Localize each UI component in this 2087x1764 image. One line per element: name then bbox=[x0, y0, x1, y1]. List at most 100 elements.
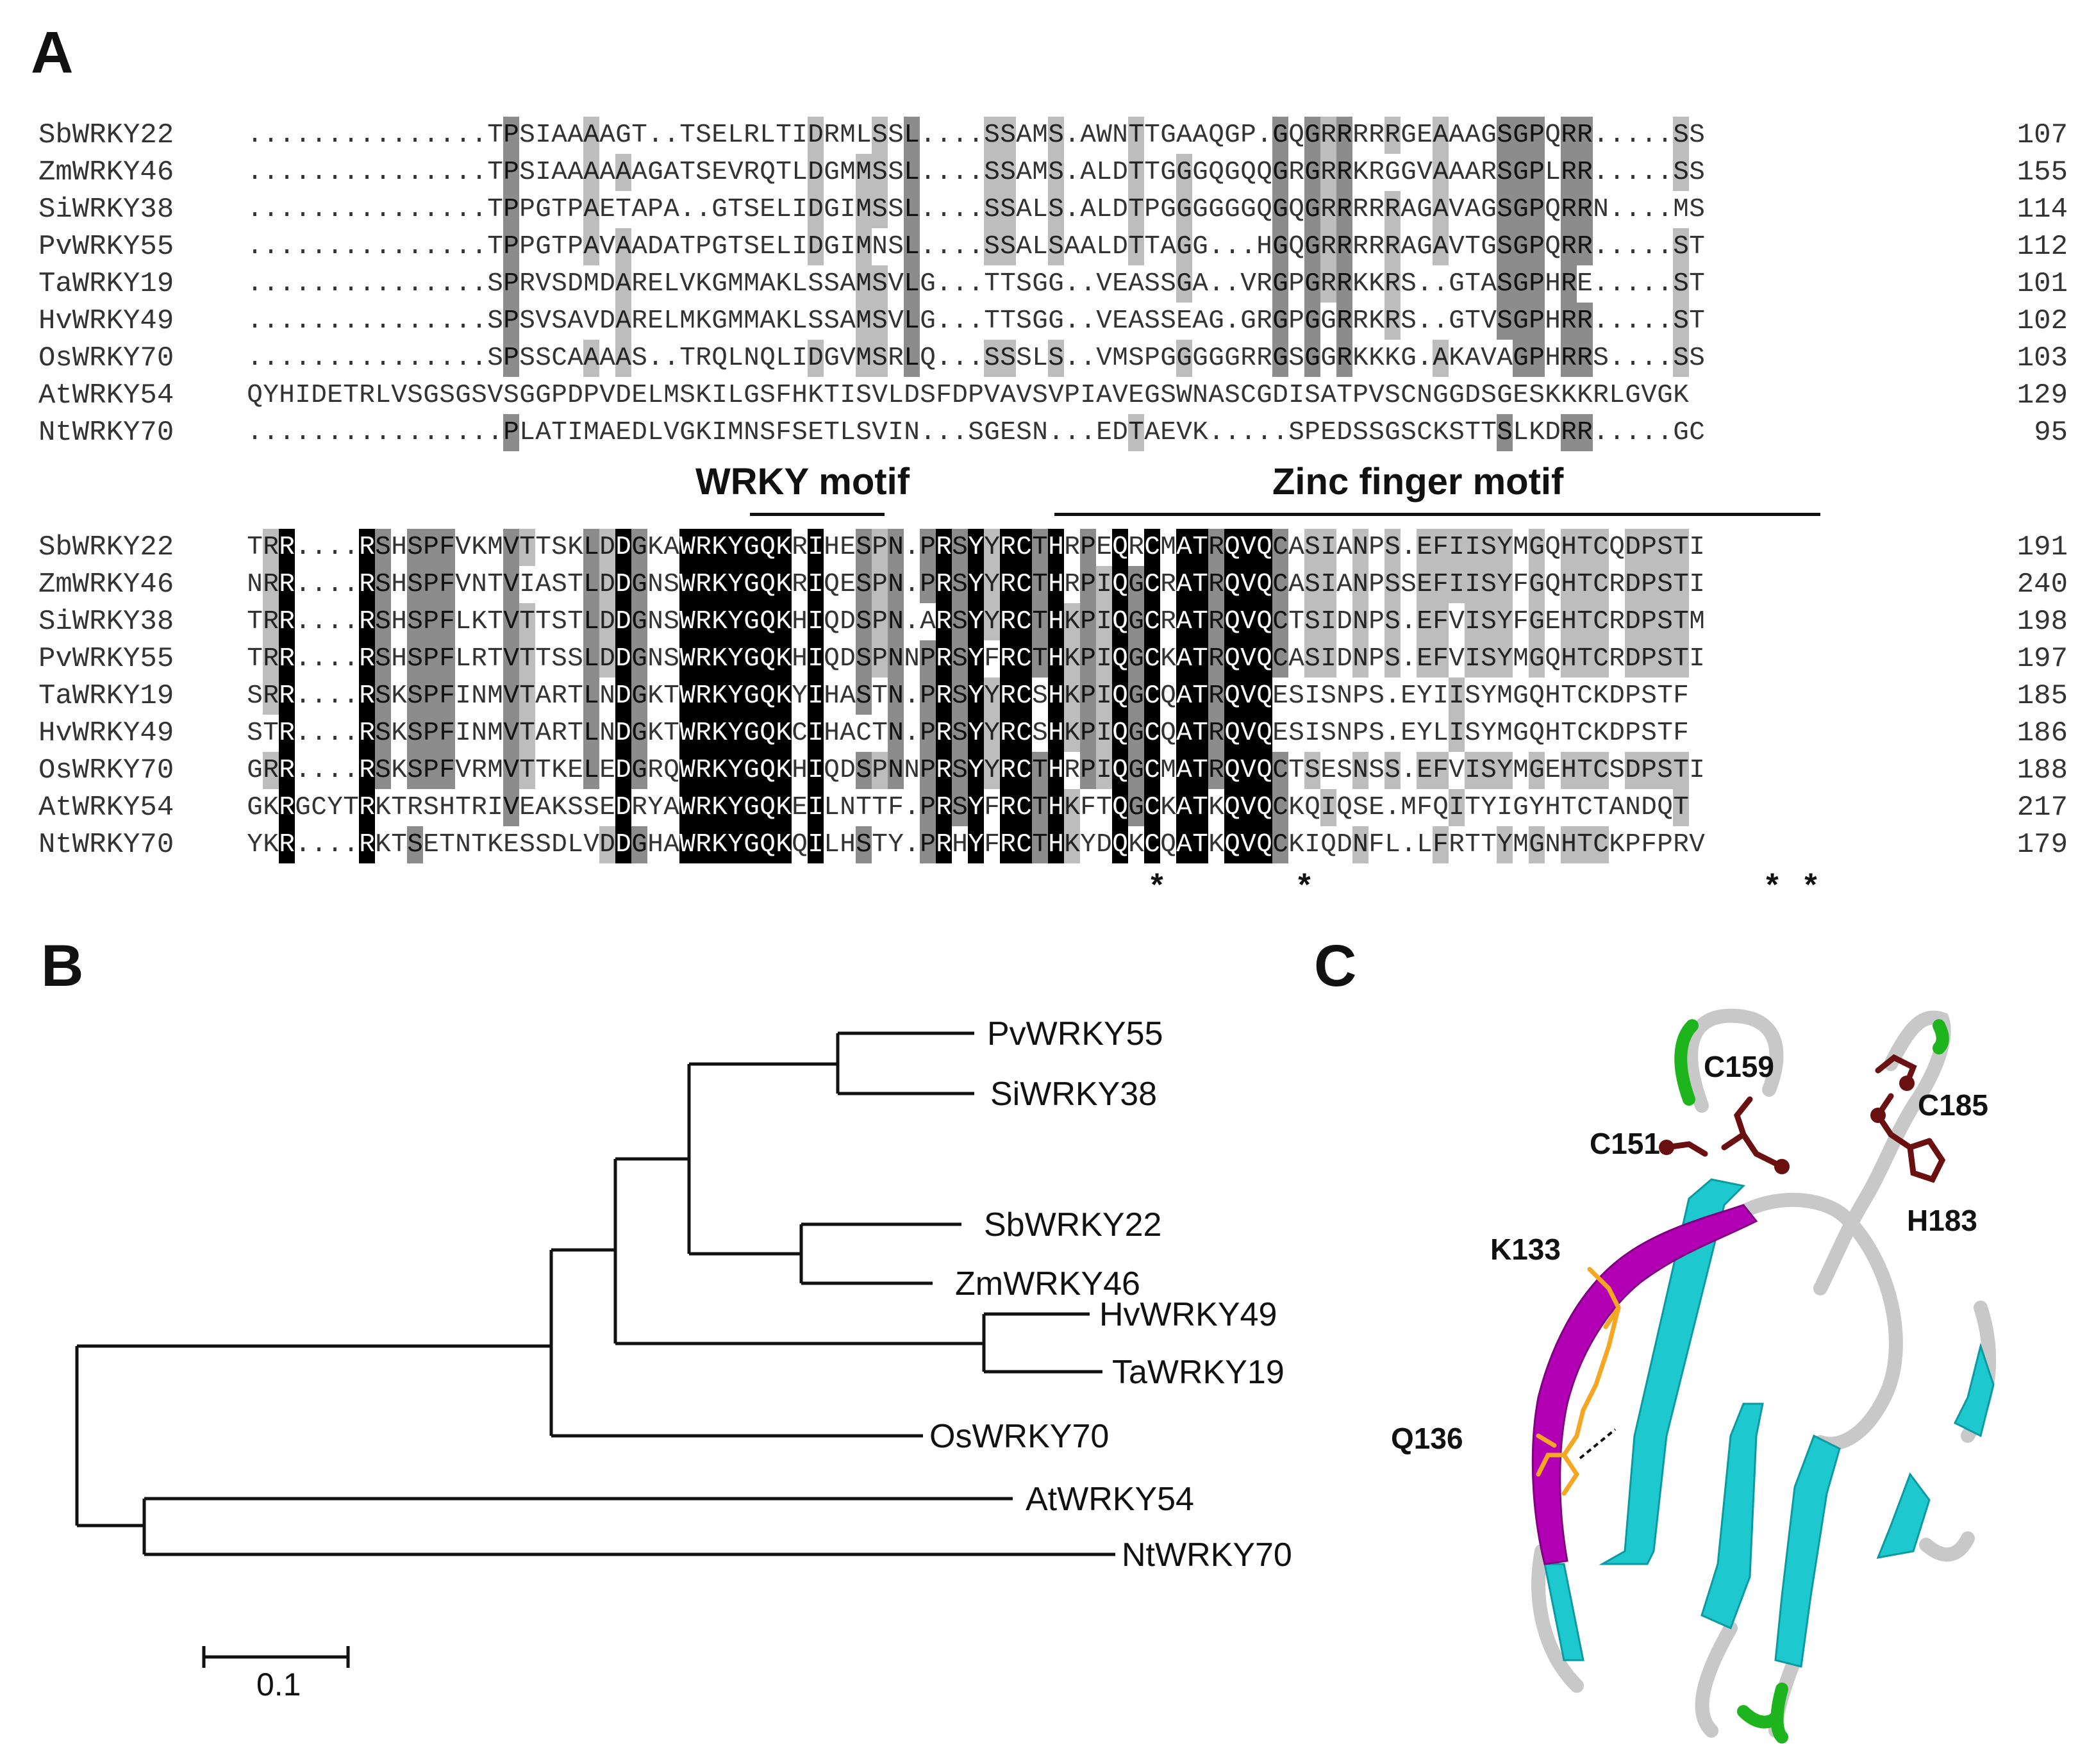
residue-position: 129 bbox=[2016, 379, 2068, 412]
residue-cell: C bbox=[1401, 381, 1417, 410]
residue-cell: . bbox=[295, 644, 311, 674]
residue-cell: T bbox=[1673, 603, 1689, 640]
residue-cell: T bbox=[1465, 793, 1481, 822]
residue-cell: K bbox=[1352, 158, 1368, 187]
residue-cell: G bbox=[824, 158, 840, 187]
residue-cell: M bbox=[583, 269, 599, 299]
residue-cell: H bbox=[391, 570, 407, 599]
residue-cell: . bbox=[1593, 418, 1609, 447]
sequence-name: HvWRKY49 bbox=[38, 305, 174, 337]
residue-cell: P bbox=[1064, 381, 1080, 410]
residue-cell: S bbox=[567, 793, 583, 822]
residue-cell: M bbox=[728, 306, 744, 336]
residue-cell: S bbox=[1016, 269, 1032, 299]
residue-cell: T bbox=[551, 232, 567, 262]
residue-cell: Q bbox=[1224, 715, 1240, 752]
residue-cell: K bbox=[1064, 789, 1080, 826]
residue-cell: P bbox=[1641, 529, 1657, 566]
tree-leaf: HvWRKY49 bbox=[1099, 1296, 1277, 1333]
residue-cell: M bbox=[856, 228, 872, 265]
residue-cell: L bbox=[904, 303, 920, 340]
residue-cell: Y bbox=[1497, 529, 1513, 566]
residue-cell: T bbox=[439, 830, 455, 860]
residue-cell: . bbox=[327, 121, 343, 150]
residue-cell: I bbox=[1096, 603, 1112, 640]
residue-cell: N bbox=[888, 752, 904, 789]
residue-cell: . bbox=[968, 158, 984, 187]
residue-cell: G bbox=[535, 232, 551, 262]
residue-cell: V bbox=[1449, 232, 1465, 262]
residue-cell: T bbox=[519, 640, 535, 678]
residue-cell: R bbox=[1000, 529, 1016, 566]
sequence-name: ZmWRKY46 bbox=[38, 569, 174, 601]
residue-cell: I bbox=[1433, 681, 1449, 711]
residue-cell: . bbox=[904, 793, 920, 822]
residue-cell: . bbox=[343, 195, 359, 224]
residue-cell: G bbox=[1304, 265, 1320, 303]
residue-cell: D bbox=[615, 826, 631, 863]
residue-cell: . bbox=[311, 232, 327, 262]
residue-cell: Q bbox=[1112, 566, 1128, 603]
residue-cell: N bbox=[1352, 640, 1368, 678]
residue-cell: H bbox=[1048, 529, 1064, 566]
residue-cell: G bbox=[744, 678, 760, 715]
residue-cell: D bbox=[567, 269, 583, 299]
residue-cell: . bbox=[1593, 232, 1609, 262]
residue-cell: G bbox=[1176, 265, 1192, 303]
residue-cell: G bbox=[1176, 191, 1192, 228]
residue-cell: S bbox=[1657, 752, 1673, 789]
residue-cell: R bbox=[1320, 191, 1336, 228]
residue-cell: S bbox=[888, 195, 904, 224]
residue-cell: . bbox=[1080, 418, 1096, 447]
residue-cell: G bbox=[1481, 195, 1497, 224]
residue-cell: G bbox=[615, 121, 631, 150]
residue-cell: E bbox=[792, 793, 808, 822]
residue-position: 101 bbox=[2016, 268, 2068, 300]
residue-cell: R bbox=[1561, 191, 1577, 228]
residue-cell: I bbox=[711, 418, 728, 447]
residue-cell: Y bbox=[1497, 752, 1513, 789]
residue-cell: G bbox=[535, 195, 551, 224]
residue-cell: R bbox=[279, 529, 295, 566]
residue-cell: S bbox=[1368, 681, 1384, 711]
residue-cell: C bbox=[551, 344, 567, 373]
residue-cell: L bbox=[583, 640, 599, 678]
residue-cell: P bbox=[503, 340, 519, 377]
residue-cell: . bbox=[311, 570, 327, 599]
residue-cell: A bbox=[631, 158, 647, 187]
residue-cell: . bbox=[407, 344, 423, 373]
residue-cell: . bbox=[1433, 269, 1449, 299]
residue-cell: R bbox=[263, 640, 279, 678]
residue-cell: K bbox=[711, 566, 728, 603]
residue-cell: G bbox=[1417, 195, 1433, 224]
residue-cell: K bbox=[471, 533, 487, 562]
residue-cell: Y bbox=[968, 678, 984, 715]
residue-cell: S bbox=[856, 566, 872, 603]
residue-cell: R bbox=[263, 752, 279, 789]
residue-cell: S bbox=[984, 228, 1000, 265]
residue-cell: F bbox=[776, 418, 792, 447]
residue-cell: . bbox=[1625, 269, 1641, 299]
residue-cell: L bbox=[904, 191, 920, 228]
residue-cell: R bbox=[1000, 640, 1016, 678]
residue-cell: Q bbox=[1609, 533, 1625, 562]
residue-cell: T bbox=[1288, 607, 1304, 637]
residue-cell: . bbox=[1609, 232, 1625, 262]
residue-cell: . bbox=[455, 269, 471, 299]
residue-cell: G bbox=[1481, 121, 1497, 150]
residue-cell: Y bbox=[247, 830, 263, 860]
residue-cell: V bbox=[663, 418, 679, 447]
residue-cell: H bbox=[1545, 681, 1561, 711]
residue-cell: . bbox=[311, 306, 327, 336]
residue-cell: N bbox=[1336, 681, 1352, 711]
residue-cell: S bbox=[920, 381, 936, 410]
residue-cell: . bbox=[407, 121, 423, 150]
residue-cell: P bbox=[1080, 752, 1096, 789]
residue-cell: R bbox=[359, 715, 375, 752]
residue-cell: T bbox=[663, 719, 679, 748]
residue-cell: T bbox=[1096, 793, 1112, 822]
residue-cell: R bbox=[1609, 570, 1625, 599]
residue-cell: . bbox=[327, 719, 343, 748]
residue-cell: G bbox=[631, 826, 647, 863]
